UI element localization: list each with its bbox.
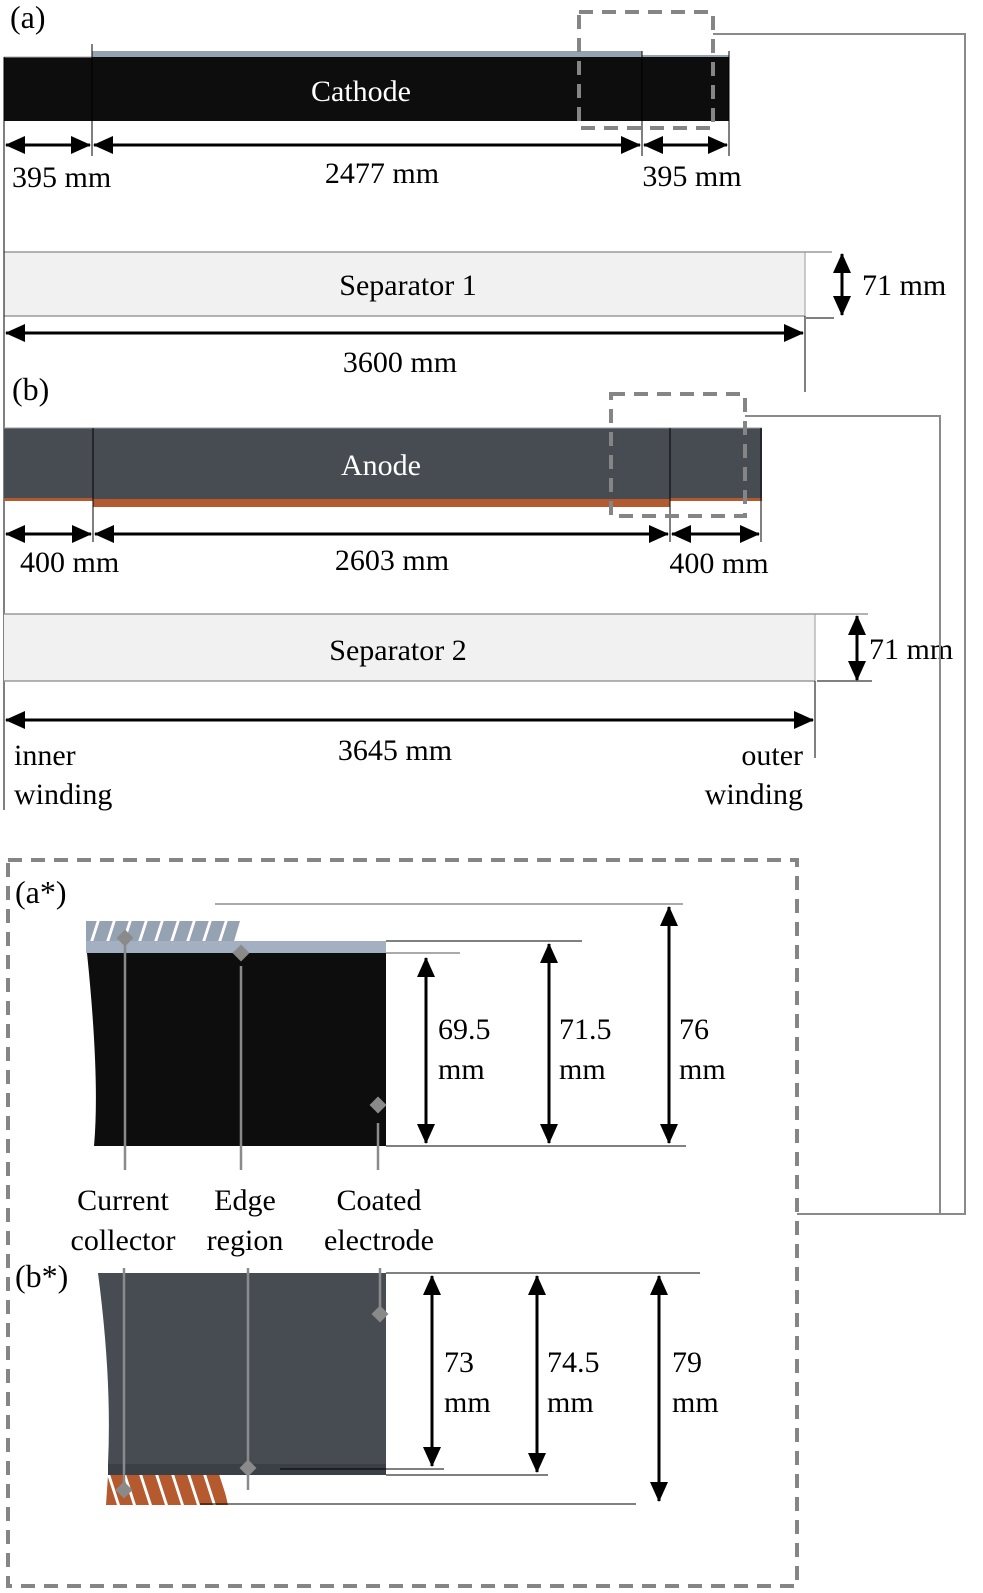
separator-2-length: 3645 mm xyxy=(338,734,452,767)
cathode-detail-box xyxy=(577,10,715,130)
anode-strip: Anode xyxy=(4,427,762,542)
anode-left-uncoated-length: 400 mm xyxy=(20,546,119,579)
b-star-dim-3-unit: mm xyxy=(672,1386,719,1419)
legend-edge-region-line1: Edge xyxy=(214,1184,276,1217)
a-star-dim-2-unit: mm xyxy=(559,1053,606,1086)
a-star-dim-3-unit: mm xyxy=(679,1053,726,1086)
legend-coated-electrode-line1: Coated xyxy=(337,1184,422,1217)
cathode-coated-length: 2477 mm xyxy=(325,157,439,190)
a-star-dim-1-unit: mm xyxy=(438,1053,485,1086)
anode-coated-electrode xyxy=(98,1273,386,1464)
cathode-right-uncoated-length: 395 mm xyxy=(642,160,741,193)
b-star-dim-2-value: 74.5 xyxy=(547,1346,600,1379)
anode-body xyxy=(4,428,762,500)
b-star-dim-1-unit: mm xyxy=(444,1386,491,1419)
cathode-collector-edge xyxy=(92,51,642,58)
outer-winding-label-line1: outer xyxy=(741,739,803,772)
legend-current-collector-line1: Current xyxy=(77,1184,169,1217)
a-star-label: (a*) xyxy=(15,874,67,910)
connector-anode-to-detail xyxy=(745,415,941,1214)
anode-label: Anode xyxy=(341,449,421,482)
cathode-detail: (a*) 69.5 mm 71.5 mm 76 mm xyxy=(15,874,726,1170)
anode-detail-box xyxy=(609,392,747,518)
inner-winding-label-line1: inner xyxy=(14,739,76,772)
anode-coated-length: 2603 mm xyxy=(335,544,449,577)
anode-detail: (b*) 73 mm 74.5 mm 79 mm xyxy=(15,1258,719,1505)
inner-winding-label-line2: winding xyxy=(14,778,112,811)
panel-b-label: (b) xyxy=(12,371,49,407)
b-star-dim-1-value: 73 xyxy=(444,1346,474,1379)
separator-1-label: Separator 1 xyxy=(339,269,476,302)
separator-1-length: 3600 mm xyxy=(343,346,457,379)
cathode-body xyxy=(4,57,729,121)
region-legend: Current collector Edge region Coated ele… xyxy=(71,1184,434,1257)
anode-collector-edge xyxy=(93,499,670,507)
cathode-edge-region xyxy=(86,941,386,953)
current-collector-tab-copper xyxy=(106,1475,228,1505)
anode-right-uncoated-length: 400 mm xyxy=(669,547,768,580)
legend-edge-region-line2: region xyxy=(207,1224,284,1257)
cathode-coated-electrode xyxy=(87,953,386,1146)
a-star-dim-3-value: 76 xyxy=(679,1013,709,1046)
outer-winding-label-line2: winding xyxy=(705,778,803,811)
a-star-dim-1-value: 69.5 xyxy=(438,1013,491,1046)
separator-2-label: Separator 2 xyxy=(329,634,466,667)
cathode-left-uncoated-length: 395 mm xyxy=(12,161,111,194)
separator-1-width: 71 mm xyxy=(862,269,946,302)
separator-1: Separator 1 xyxy=(4,251,834,392)
legend-coated-electrode-line2: electrode xyxy=(324,1224,434,1257)
panel-a: (a) Cathode 395 mm 2477 mm 395 mm xyxy=(4,0,946,392)
b-star-label: (b*) xyxy=(15,1258,68,1294)
connector-cathode-to-detail xyxy=(713,33,966,1215)
legend-current-collector-line2: collector xyxy=(71,1224,176,1257)
b-star-dim-3-value: 79 xyxy=(672,1346,702,1379)
cathode-strip: Cathode xyxy=(4,44,730,156)
cathode-label: Cathode xyxy=(311,75,411,108)
panel-b: (b) Anode 400 mm 2603 mm 400 mm Sep xyxy=(4,371,953,811)
b-star-dim-2-unit: mm xyxy=(547,1386,594,1419)
a-star-dim-2-value: 71.5 xyxy=(559,1013,612,1046)
detail-inset-box xyxy=(6,858,799,1588)
separator-2: Separator 2 xyxy=(4,613,872,758)
panel-a-label: (a) xyxy=(10,0,46,35)
